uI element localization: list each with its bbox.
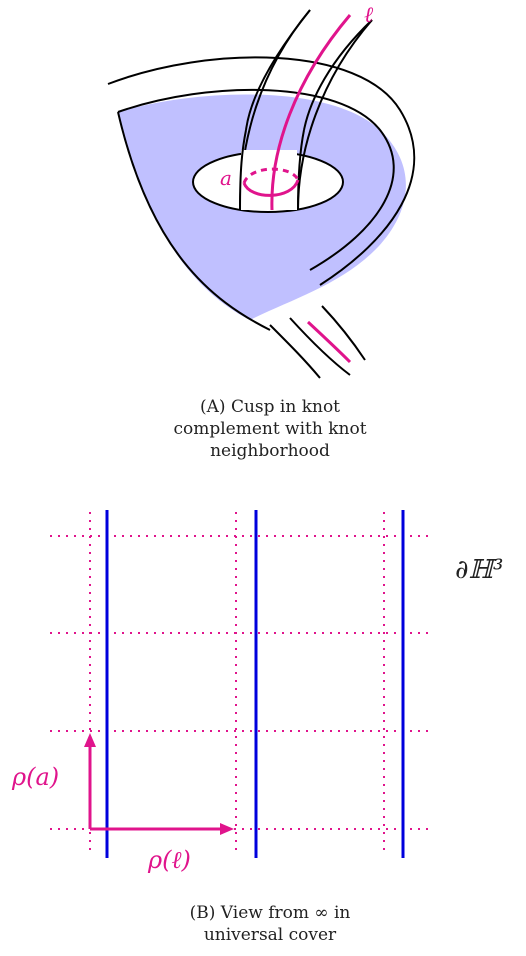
band-outer-line-2 — [117, 88, 395, 271]
caption-b-line1: View from ∞ in — [220, 903, 351, 923]
band-left-edge — [117, 111, 271, 331]
blue-lines — [105, 510, 405, 858]
longitude-l-curve — [270, 14, 352, 211]
caption-b-tag: (B) — [189, 903, 216, 923]
longitude-l-lower — [306, 320, 352, 364]
caption-a-line1: Cusp in knot — [230, 397, 341, 417]
meridian-a-back — [242, 167, 300, 184]
dotted-grid — [50, 512, 432, 856]
arrow-rho-l-head — [220, 823, 234, 835]
lower-strand-1 — [289, 317, 351, 376]
caption-a-line3: neighborhood — [210, 441, 330, 461]
caption-a: (A) Cusp in knot complement with knot ne… — [170, 396, 370, 462]
caption-a-tag: (A) — [199, 397, 226, 417]
caption-b-line2: universal cover — [203, 925, 337, 945]
band-outer-line-1 — [107, 56, 416, 286]
label-boundary: ∂ℍ³ — [455, 555, 504, 585]
lower-strand-3 — [269, 324, 321, 379]
arrow-rho-a-head — [84, 733, 96, 747]
caption-b: (B) View from ∞ in universal cover — [160, 902, 380, 946]
lower-strand-2 — [321, 305, 366, 361]
meridian-a-front — [242, 179, 300, 197]
label-l: ℓ — [364, 3, 374, 28]
caption-a-line2: complement with knot — [173, 419, 367, 439]
label-rho-a: ρ(a) — [12, 763, 60, 791]
generator-arrows — [84, 733, 234, 835]
label-rho-l: ρ(ℓ) — [148, 846, 191, 874]
figure-a-knot-diagram — [107, 9, 416, 379]
label-a: a — [220, 166, 232, 190]
